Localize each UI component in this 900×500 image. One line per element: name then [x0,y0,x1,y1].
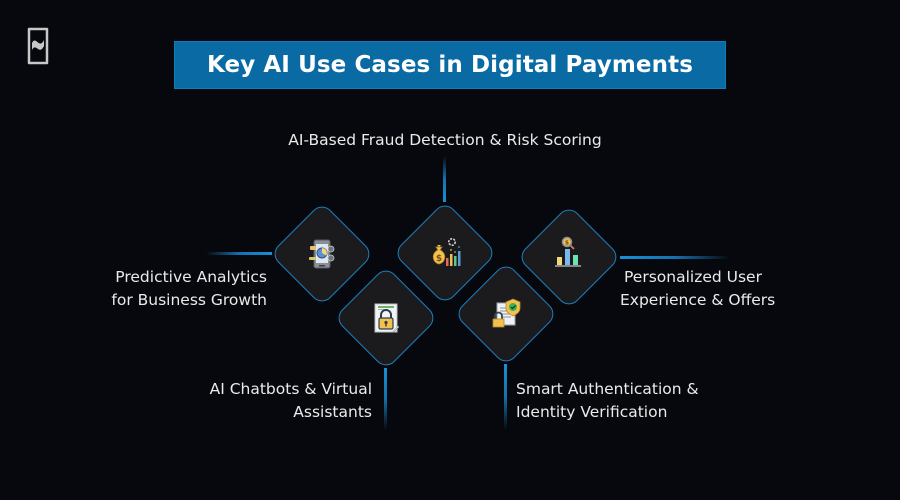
label-personalized-experience: Personalized User Experience & Offers [620,268,776,309]
money-bag-chart-gear-icon: $ [432,237,461,266]
page-title: Key AI Use Cases in Digital Payments [206,52,693,78]
document-shield-lock-icon [492,298,521,328]
locked-document-icon [374,303,400,333]
connector-predictive [206,252,272,255]
brand-logo-icon [27,27,49,65]
label-predictive-analytics: Predictive Analytics for Business Growth [111,268,267,309]
connector-chatbots [384,368,387,430]
connector-authentication [504,364,507,430]
mobile-analytics-icon [309,239,335,269]
bar-chart-dollar-search-icon: $ [555,236,581,267]
svg-text:$: $ [436,254,442,264]
label-fraud-detection: AI-Based Fraud Detection & Risk Scoring [288,131,602,149]
title-banner: Key AI Use Cases in Digital Payments [174,41,726,89]
svg-text:$: $ [565,240,569,247]
connector-personalized [620,256,730,259]
connector-fraud [443,156,446,202]
label-smart-authentication: Smart Authentication & Identity Verifica… [516,380,699,421]
label-ai-chatbots: AI Chatbots & Virtual Assistants [209,380,372,421]
